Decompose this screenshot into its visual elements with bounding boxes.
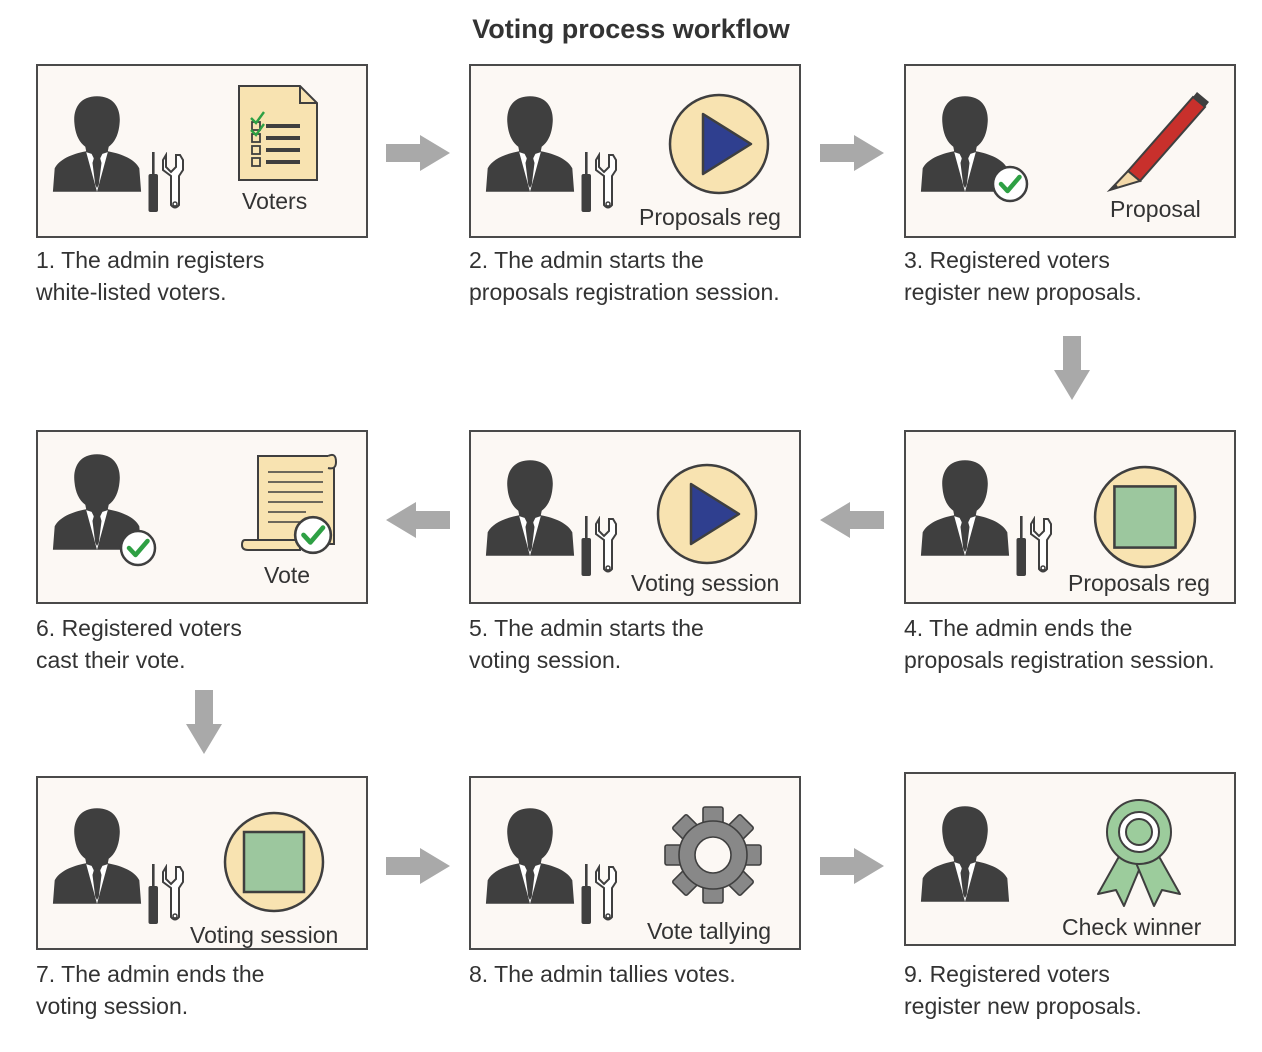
- step-7-caption: 7. The admin ends the voting session.: [36, 961, 265, 1019]
- step-3-box: Proposal: [904, 64, 1236, 238]
- admin-person-icon: [52, 96, 142, 192]
- step-4-icon-label: Proposals reg: [1068, 570, 1210, 596]
- step-9-icon-label: Check winner: [1062, 914, 1202, 940]
- step-3-icon-label: Proposal: [1110, 196, 1201, 222]
- step-1-caption: 1. The admin registers white-listed vote…: [36, 247, 265, 305]
- arrow-down-6-to-7: [186, 690, 222, 754]
- arrow-right-1-to-2: [386, 135, 450, 171]
- check-badge-icon: [993, 167, 1027, 201]
- arrow-down-3-to-4: [1054, 336, 1090, 400]
- step-2-caption: 2. The admin starts the proposals regist…: [469, 247, 780, 305]
- step-5-caption: 5. The admin starts the voting session.: [469, 615, 704, 673]
- stop-circle-icon: [223, 811, 325, 913]
- award-ribbon-icon: [1097, 799, 1181, 907]
- tools-icon: [580, 864, 618, 924]
- pencil-icon: [1106, 92, 1209, 193]
- step-1-box: Voters: [36, 64, 368, 238]
- step-9-box: Check winner: [904, 772, 1236, 946]
- step-5-box: Voting session: [469, 430, 801, 604]
- play-circle-icon: [668, 93, 770, 195]
- step-3-caption: 3. Registered voters register new propos…: [904, 247, 1142, 305]
- step-8-caption: 8. The admin tallies votes.: [469, 961, 736, 987]
- step-8-box: Vote tallying: [469, 776, 801, 950]
- step-7-box: Voting session: [36, 776, 368, 950]
- gear-icon: [664, 806, 762, 904]
- voter-person-icon: [920, 806, 1010, 902]
- arrow-left-5-to-6: [386, 502, 450, 538]
- arrow-right-2-to-3: [820, 135, 884, 171]
- admin-person-icon: [920, 460, 1010, 556]
- tools-icon: [147, 152, 185, 212]
- step-7-icon-label: Voting session: [190, 922, 339, 948]
- check-badge-icon: [295, 517, 331, 553]
- step-1-icon-label: Voters: [242, 188, 308, 214]
- admin-person-icon: [52, 808, 142, 904]
- admin-person-icon: [485, 96, 575, 192]
- check-badge-icon: [121, 531, 155, 565]
- tools-icon: [147, 864, 185, 924]
- step-4-box: Proposals reg: [904, 430, 1236, 604]
- step-2-icon-label: Proposals reg: [639, 204, 781, 230]
- page-title: Voting process workflow: [472, 14, 790, 44]
- admin-person-icon: [485, 808, 575, 904]
- step-2-box: Proposals reg: [469, 64, 801, 238]
- step-6-caption: 6. Registered voters cast their vote.: [36, 615, 242, 673]
- tools-icon: [580, 516, 618, 576]
- arrow-left-4-to-5: [820, 502, 884, 538]
- tools-icon: [580, 152, 618, 212]
- stop-circle-icon: [1093, 465, 1197, 569]
- step-6-box: Vote: [36, 430, 368, 604]
- step-8-icon-label: Vote tallying: [647, 918, 772, 944]
- step-5-icon-label: Voting session: [631, 570, 780, 596]
- play-circle-icon: [656, 463, 758, 565]
- step-9-caption: 9. Registered voters register new propos…: [904, 961, 1142, 1019]
- step-6-icon-label: Vote: [264, 562, 311, 588]
- admin-person-icon: [485, 460, 575, 556]
- arrow-right-8-to-9: [820, 848, 884, 884]
- checklist-document-icon: [238, 85, 318, 181]
- step-4-caption: 4. The admin ends the proposals registra…: [904, 615, 1215, 673]
- tools-icon: [1015, 516, 1053, 576]
- arrow-right-7-to-8: [386, 848, 450, 884]
